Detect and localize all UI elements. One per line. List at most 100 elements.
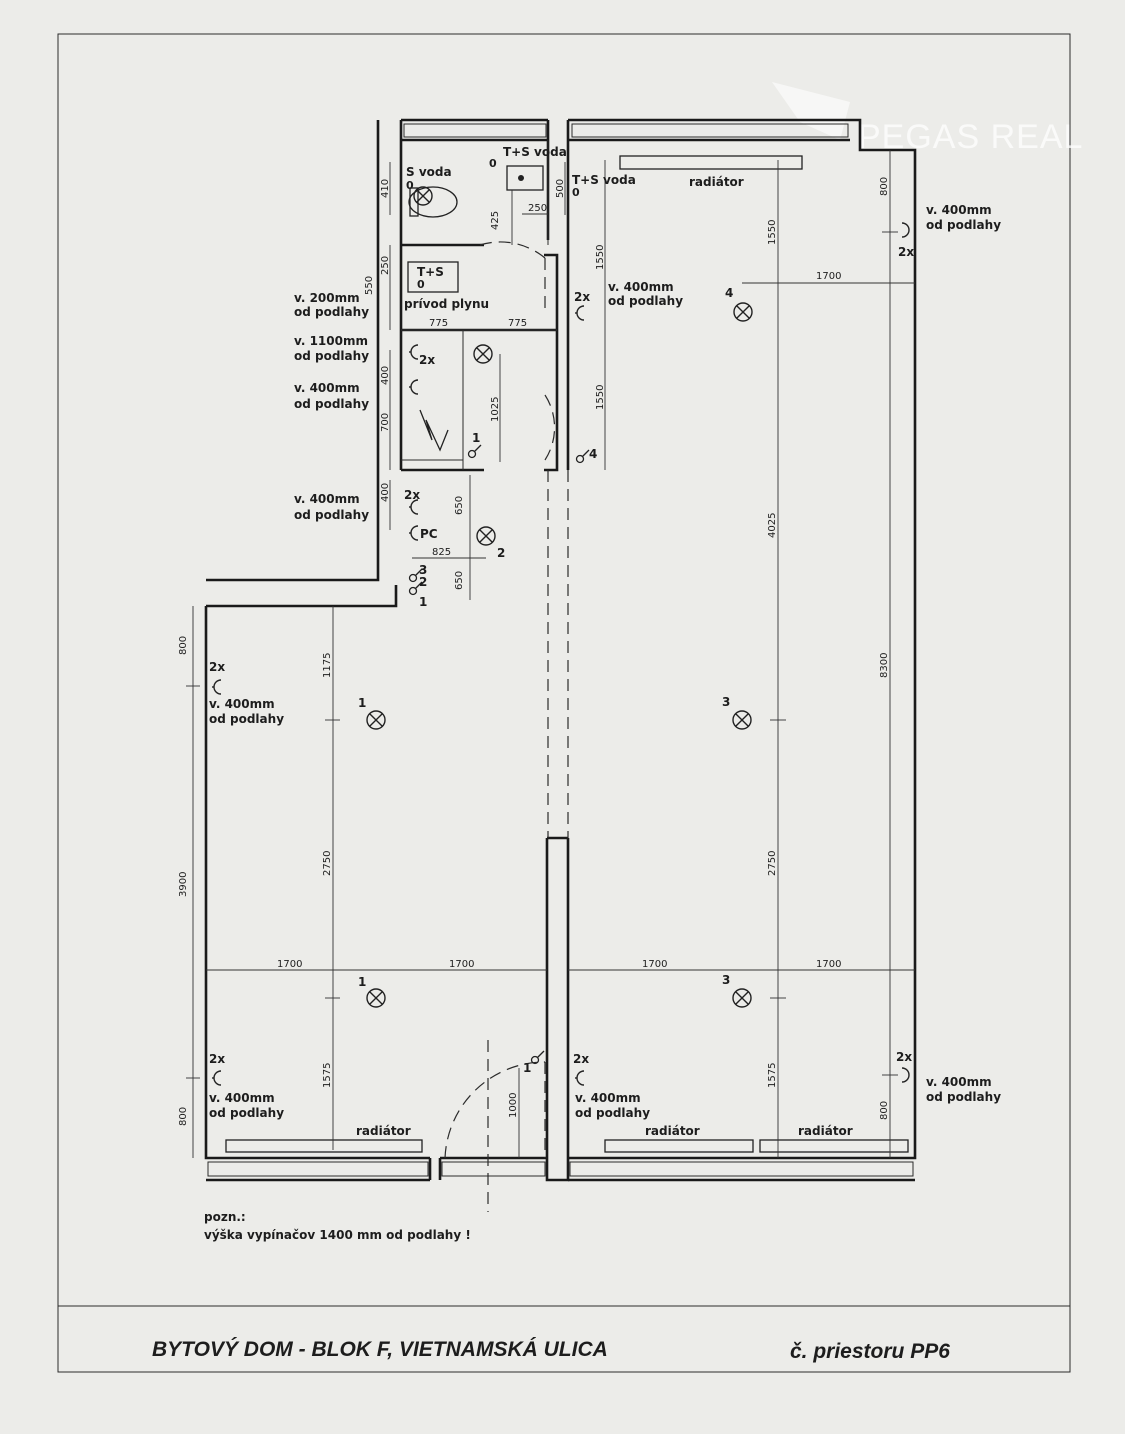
svg-text:v. 400mm: v. 400mm [209, 1091, 275, 1105]
svg-text:1175: 1175 [322, 653, 333, 678]
svg-text:v. 200mm: v. 200mm [294, 291, 360, 305]
svg-text:radiátor: radiátor [798, 1124, 853, 1138]
svg-text:radiátor: radiátor [356, 1124, 411, 1138]
svg-text:1: 1 [419, 595, 427, 609]
svg-text:650: 650 [454, 496, 465, 515]
svg-text:825: 825 [432, 547, 451, 558]
svg-text:2x: 2x [573, 1052, 589, 1066]
svg-text:1: 1 [358, 975, 366, 989]
svg-text:2x: 2x [896, 1050, 912, 1064]
svg-text:prívod plynu: prívod plynu [404, 297, 489, 311]
svg-text:775: 775 [508, 318, 527, 329]
svg-text:od podlahy: od podlahy [575, 1106, 650, 1120]
svg-text:1: 1 [358, 696, 366, 710]
svg-text:1700: 1700 [449, 959, 474, 970]
svg-text:od podlahy: od podlahy [926, 1090, 1001, 1104]
svg-text:0: 0 [417, 278, 425, 291]
svg-text:2750: 2750 [322, 851, 333, 876]
svg-text:v. 400mm: v. 400mm [926, 203, 992, 217]
walls [204, 118, 917, 1182]
radiator-icon [225, 155, 909, 1153]
toilet-icon [408, 186, 458, 218]
svg-text:425: 425 [490, 211, 501, 230]
svg-text:v. 400mm: v. 400mm [209, 697, 275, 711]
svg-text:1550: 1550 [595, 385, 606, 410]
svg-text:od podlahy: od podlahy [209, 712, 284, 726]
svg-text:1025: 1025 [490, 397, 501, 422]
svg-text:0: 0 [406, 179, 414, 192]
marker-labels: 2x 2x 2x 2x 2x 2x 2x 2x 1 4 2 3 2 1 4 1 … [209, 245, 914, 1075]
svg-text:4: 4 [589, 447, 597, 461]
svg-text:v. 400mm: v. 400mm [608, 280, 674, 294]
svg-text:800: 800 [879, 177, 890, 196]
svg-text:radiátor: radiátor [645, 1124, 700, 1138]
svg-text:radiátor: radiátor [689, 175, 744, 189]
svg-text:1: 1 [523, 1061, 531, 1075]
svg-text:650: 650 [454, 571, 465, 590]
svg-text:v. 400mm: v. 400mm [294, 381, 360, 395]
svg-text:8300: 8300 [879, 653, 890, 678]
svg-text:od podlahy: od podlahy [294, 508, 369, 522]
svg-text:od podlahy: od podlahy [608, 294, 683, 308]
svg-text:0: 0 [572, 186, 580, 199]
dashed-guides [444, 241, 569, 1212]
svg-text:1700: 1700 [277, 959, 302, 970]
svg-text:0: 0 [489, 157, 497, 170]
svg-text:410: 410 [380, 179, 391, 198]
svg-text:PC: PC [420, 527, 438, 541]
space-code: č. priestoru PP6 [790, 1340, 950, 1363]
svg-text:3: 3 [722, 695, 730, 709]
svg-text:800: 800 [879, 1101, 890, 1120]
drawing-title: BYTOVÝ DOM - BLOK F, VIETNAMSKÁ ULICA [152, 1338, 608, 1361]
svg-text:2x: 2x [898, 245, 914, 259]
svg-text:od podlahy: od podlahy [294, 397, 369, 411]
svg-text:550: 550 [364, 276, 375, 295]
note-text: výška vypínačov 1400 mm od podlahy ! [204, 1228, 471, 1242]
svg-text:od podlahy: od podlahy [209, 1106, 284, 1120]
dimension-lines [186, 150, 915, 1158]
svg-text:v. 1100mm: v. 1100mm [294, 334, 368, 348]
svg-text:T+S voda: T+S voda [503, 145, 567, 159]
gas-meter-icon [407, 261, 459, 293]
svg-text:od podlahy: od podlahy [294, 349, 369, 363]
svg-text:775: 775 [429, 318, 448, 329]
svg-text:od podlahy: od podlahy [926, 218, 1001, 232]
svg-text:v. 400mm: v. 400mm [294, 492, 360, 506]
svg-text:2x: 2x [419, 353, 435, 367]
svg-text:1000: 1000 [508, 1093, 519, 1118]
svg-text:3: 3 [722, 973, 730, 987]
svg-text:T+S voda: T+S voda [572, 173, 636, 187]
note-label: pozn.: [204, 1210, 246, 1224]
fixture-labels: S voda 0 T+S voda 0 T+S voda 0 T+S 0 prí… [356, 145, 853, 1138]
svg-text:800: 800 [178, 1107, 189, 1126]
svg-text:2750: 2750 [767, 851, 778, 876]
svg-text:1575: 1575 [322, 1063, 333, 1088]
svg-text:v. 400mm: v. 400mm [926, 1075, 992, 1089]
svg-text:1550: 1550 [767, 220, 778, 245]
svg-text:2x: 2x [209, 1052, 225, 1066]
partitions [206, 140, 915, 971]
svg-text:1700: 1700 [642, 959, 667, 970]
svg-text:1550: 1550 [595, 245, 606, 270]
height-annotations: v. 200mm od podlahy v. 1100mm od podlahy… [209, 203, 1001, 1120]
dimension-labels: 410 500 250 425 250 550 1550 1550 775 77… [178, 177, 890, 1126]
svg-text:v. 400mm: v. 400mm [575, 1091, 641, 1105]
svg-text:1700: 1700 [816, 271, 841, 282]
svg-text:2: 2 [497, 546, 505, 560]
svg-text:700: 700 [380, 413, 391, 432]
svg-text:T+S: T+S [417, 265, 444, 279]
svg-text:1700: 1700 [816, 959, 841, 970]
svg-text:3900: 3900 [178, 872, 189, 897]
svg-text:S voda: S voda [406, 165, 452, 179]
svg-text:400: 400 [380, 483, 391, 502]
svg-text:3: 3 [419, 563, 427, 577]
svg-text:250: 250 [528, 203, 547, 214]
svg-text:1: 1 [472, 431, 480, 445]
sheet-border [57, 33, 1071, 1373]
svg-text:od podlahy: od podlahy [294, 305, 369, 319]
svg-text:2x: 2x [404, 488, 420, 502]
svg-text:500: 500 [555, 179, 566, 198]
svg-text:2: 2 [419, 575, 427, 589]
pegas-logo-icon [772, 82, 850, 140]
svg-text:800: 800 [178, 636, 189, 655]
